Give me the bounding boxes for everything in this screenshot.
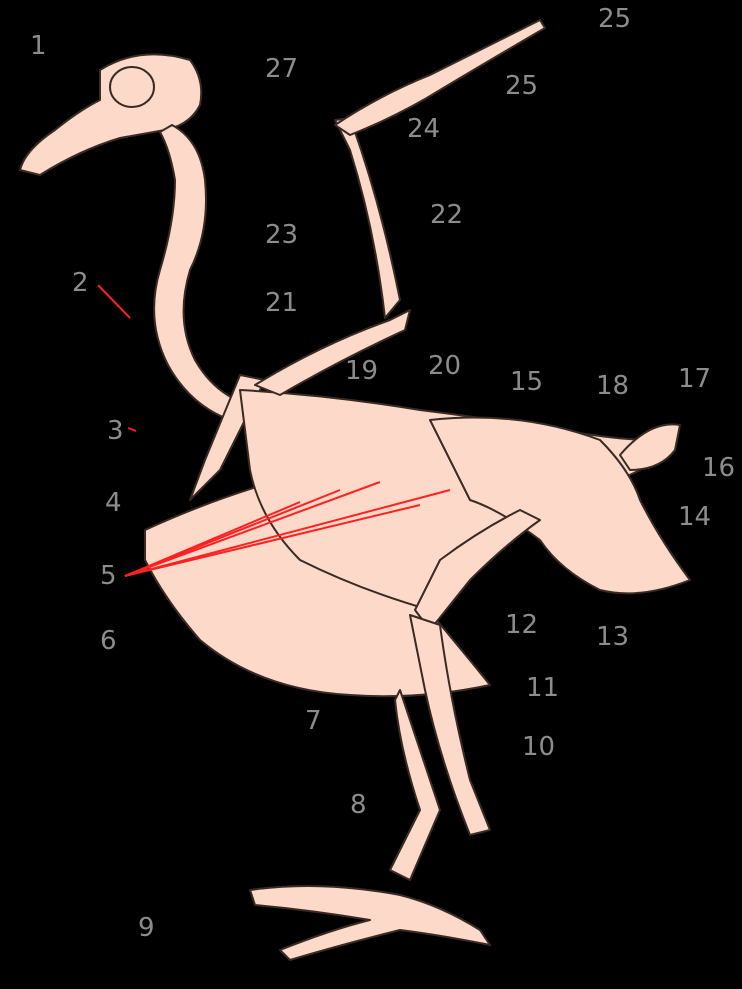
label-20: 20 (428, 353, 461, 379)
label-11: 11 (526, 675, 559, 701)
label-5: 5 (100, 563, 117, 589)
label-1: 1 (30, 33, 47, 59)
label-2: 2 (72, 270, 89, 296)
label-22: 22 (430, 202, 463, 228)
label-25-upper: 25 (598, 6, 631, 32)
label-17: 17 (678, 366, 711, 392)
label-7: 7 (305, 708, 322, 734)
label-19: 19 (345, 358, 378, 384)
label-27: 27 (265, 56, 298, 82)
wing-upper (255, 310, 410, 395)
leader-line-3 (128, 428, 136, 431)
label-25-lower: 25 (505, 73, 538, 99)
label-13: 13 (596, 624, 629, 650)
label-15: 15 (510, 369, 543, 395)
label-14: 14 (678, 504, 711, 530)
label-8: 8 (350, 792, 367, 818)
label-23: 23 (265, 222, 298, 248)
label-4: 4 (105, 490, 122, 516)
label-10: 10 (522, 734, 555, 760)
label-9: 9 (138, 915, 155, 941)
foot (250, 886, 490, 960)
label-6: 6 (100, 628, 117, 654)
neck (154, 125, 250, 420)
label-16: 16 (702, 455, 735, 481)
label-12: 12 (505, 612, 538, 638)
label-24: 24 (407, 116, 440, 142)
pygostyle (620, 424, 680, 470)
leader-line-2 (98, 285, 130, 318)
eye-orbit (110, 67, 154, 107)
wing-forearm (335, 118, 400, 318)
label-21: 21 (265, 290, 298, 316)
label-3: 3 (107, 418, 124, 444)
label-18: 18 (596, 373, 629, 399)
